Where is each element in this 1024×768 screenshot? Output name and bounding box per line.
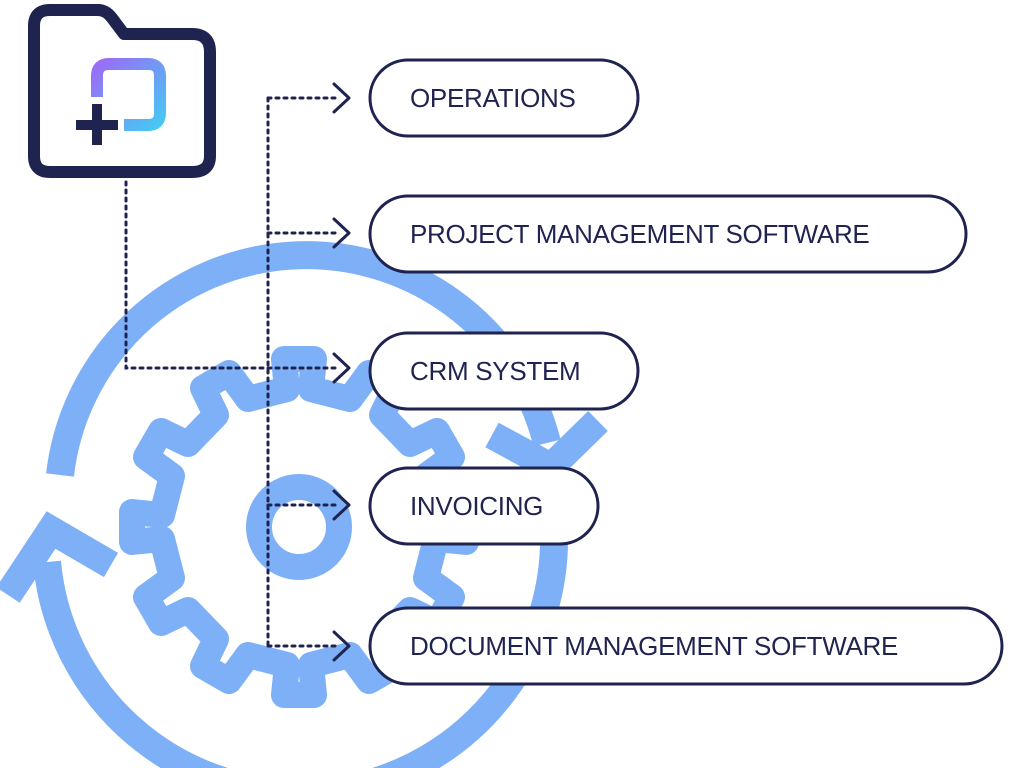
target-operations: OPERATIONS bbox=[368, 58, 640, 138]
gear-outline bbox=[119, 346, 479, 708]
folder-plus-icon bbox=[28, 4, 216, 178]
target-crm-system: CRM SYSTEM bbox=[368, 331, 640, 411]
connectors bbox=[124, 96, 340, 648]
pill-label: OPERATIONS bbox=[410, 83, 576, 113]
connector-folder-to-crm bbox=[124, 180, 340, 370]
gear-icon bbox=[119, 346, 479, 708]
pill-outline bbox=[368, 194, 968, 274]
cycle-arrowhead-lower bbox=[0, 511, 119, 603]
folder-mark-plus bbox=[76, 104, 118, 145]
pill-label: CRM SYSTEM bbox=[410, 356, 580, 386]
target-project-management-software: PROJECT MANAGEMENT SOFTWARE bbox=[368, 194, 968, 274]
target-document-management-software: DOCUMENT MANAGEMENT SOFTWARE bbox=[368, 606, 1004, 686]
connector-arrowheads bbox=[332, 82, 351, 662]
arrowhead-document-management bbox=[332, 630, 351, 662]
pill-outline bbox=[368, 466, 600, 546]
folder-outline bbox=[28, 4, 216, 178]
pill-outline bbox=[368, 331, 640, 411]
arrowhead-operations bbox=[332, 82, 351, 114]
target-invoicing: INVOICING bbox=[368, 466, 600, 546]
pill-outline bbox=[368, 606, 1004, 686]
pill-label: PROJECT MANAGEMENT SOFTWARE bbox=[410, 219, 869, 249]
arrowhead-invoicing bbox=[332, 489, 351, 521]
pill-label: INVOICING bbox=[410, 491, 543, 521]
gear-hub bbox=[246, 474, 352, 580]
folder-mark-bracket bbox=[91, 58, 166, 131]
pill-outline bbox=[368, 58, 640, 138]
arrowhead-project-management bbox=[332, 217, 351, 249]
arrowhead-crm bbox=[332, 352, 351, 384]
pill-label: DOCUMENT MANAGEMENT SOFTWARE bbox=[410, 631, 898, 661]
